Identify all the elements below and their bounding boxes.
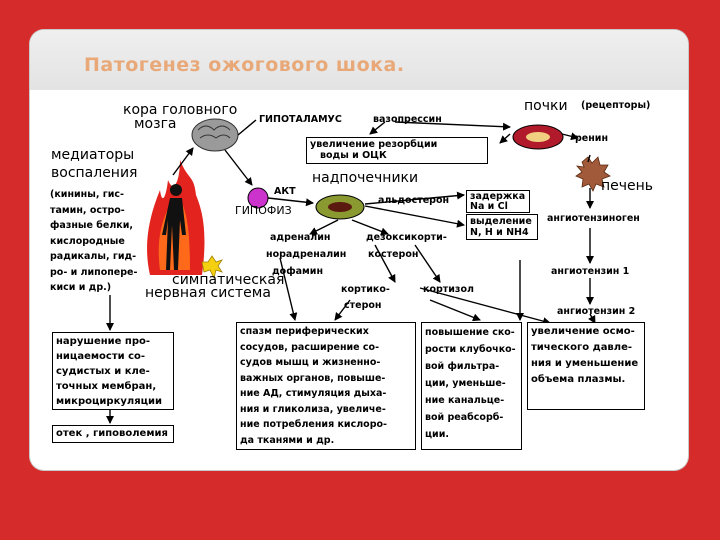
- kidneys-label: почки: [524, 98, 568, 114]
- liver-label: печень: [601, 178, 654, 194]
- burning-figure-icon: [147, 160, 205, 275]
- dopamine-label: дофамин: [272, 266, 324, 277]
- mediators-label-2: воспаления: [51, 165, 138, 181]
- angiotensin2-label: ангиотензин 2: [557, 306, 636, 317]
- retention-box: задержка Na и Cl: [466, 190, 530, 213]
- sympathetic-label: симпатическая: [172, 272, 285, 288]
- cortex-label: кора головного: [123, 102, 238, 118]
- edema-box: отек , гиповолемия: [52, 425, 174, 443]
- kidney-icon: [512, 124, 564, 150]
- liver-icon: [575, 156, 611, 192]
- mediators-list: (кинины, гис- тамин, остро- фазные белки…: [50, 189, 138, 293]
- acth-label: АКТ: [274, 186, 296, 197]
- filtration-box: повышение ско- рости клубочко- вой фильт…: [421, 322, 522, 450]
- permeability-box: нарушение про- ницаемости со- судистых и…: [52, 332, 174, 410]
- slide: Патогенез ожогового шока.: [30, 30, 688, 470]
- nerve-icon: [201, 255, 223, 280]
- hypothalamus-label: ГИПОТАЛАМУС: [259, 114, 342, 125]
- hypophysis-label: ГИПОФИЗ: [235, 204, 292, 217]
- deoxycorticosterone-label: дезоксикорти-: [366, 232, 447, 243]
- corticosterone-label: кортико-: [341, 284, 390, 295]
- cortex-label-2: мозга: [134, 116, 177, 132]
- reabsorption-box: увеличение резорбции воды и ОЦК: [306, 137, 488, 164]
- deoxycorticosterone-label-2: костерон: [368, 249, 419, 260]
- cortisol-label: кортизол: [423, 284, 474, 295]
- spasm-box: спазм периферических сосудов, расширение…: [236, 322, 416, 450]
- noradrenaline-label: норадреналин: [266, 249, 347, 260]
- adrenal-gland-icon: [315, 194, 365, 220]
- angiotensin1-label: ангиотензин 1: [551, 266, 630, 277]
- angiotensinogen-label: ангиотензиноген: [547, 213, 640, 224]
- diagram-graphics: [106, 118, 611, 424]
- receptors-label: (рецепторы): [581, 100, 651, 111]
- sympathetic-label-2: нервная система: [145, 285, 271, 301]
- excretion-box: выделение N, H и NH4: [466, 214, 538, 240]
- vasopressin-label: вазопрессин: [373, 114, 442, 125]
- aldosterone-label: альдостерон: [378, 195, 450, 206]
- adrenal-label: надпочечники: [312, 170, 419, 186]
- slide-header: [30, 30, 688, 90]
- adrenaline-label: адреналин: [270, 232, 331, 243]
- brain-icon: [191, 118, 239, 152]
- renin-label: ренин: [575, 133, 609, 144]
- mediators-label: медиаторы: [51, 147, 135, 163]
- osmotic-box: увеличение осмо- тического давле- ния и …: [527, 322, 645, 410]
- corticosterone-label-2: стерон: [344, 300, 382, 311]
- slide-title: Патогенез ожогового шока.: [84, 54, 405, 76]
